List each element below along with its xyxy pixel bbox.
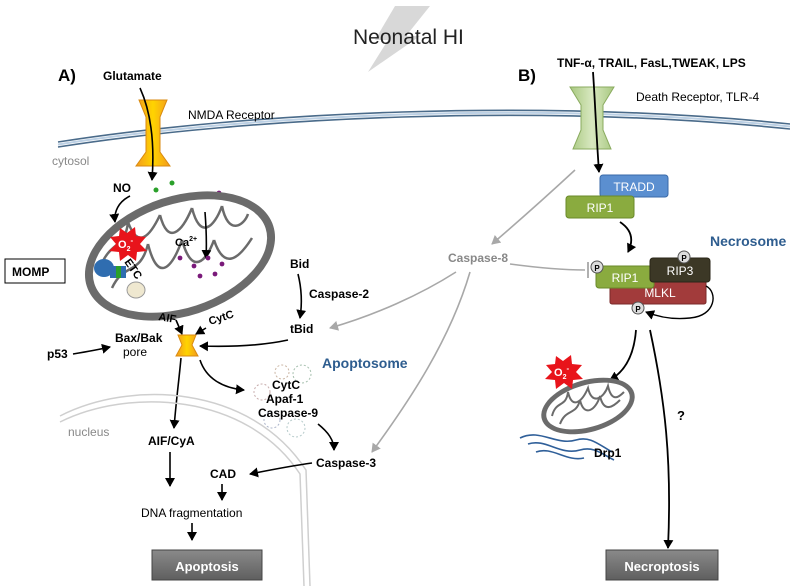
rip1-top-label: RIP1 [587,201,614,215]
tradd-label: TRADD [613,180,655,194]
superoxide-burst-icon [109,227,147,261]
calcium-entry-arrow [201,211,212,259]
caspase3-label: Caspase-3 [316,456,376,470]
necrosome-arrow [619,221,637,253]
mitochondrion-b [541,377,635,435]
unknown-pathway-label: ? [677,408,685,423]
bax-bak-label: Bax/Bak [115,331,163,345]
rip1-label: RIP1 [612,271,639,285]
bid-arrow [296,273,307,319]
tbid-label: tBid [290,322,313,336]
momp-label: MOMP [12,265,49,279]
apoptosome-item: Apaf-1 [266,392,304,406]
p53-label: p53 [47,347,68,361]
nucleus-label: nucleus [68,425,109,439]
nucleus-envelope [59,393,311,586]
death-receptor-icon [569,86,615,150]
caspase8-label: Caspase-8 [448,251,508,265]
necrosome-title: Necrosome [710,233,786,249]
caspase2-label: Caspase-2 [309,287,369,301]
aif-cya-label: AIF/CyA [148,434,195,448]
calcium-ion [177,255,183,261]
bid-label: Bid [290,257,309,271]
caspase8-tbid-arrow [329,271,457,331]
glutamate-label: Glutamate [103,69,162,83]
aif-release-arrow [174,319,184,335]
apoptosis-box [151,549,263,581]
phosphorylation-loop-arrow [645,285,714,320]
no-molecule [169,180,175,186]
pore-label: pore [123,345,147,359]
caspase3-arrow [249,462,313,478]
phospho-badge [631,301,645,315]
apoptosome-item: CytC [272,378,300,392]
p53-arrow [72,343,111,355]
calcium-ion [191,263,197,269]
caspase8-inhibition [509,263,586,271]
rip3-label: RIP3 [667,264,694,278]
no-arrow [109,195,131,223]
momp-box [4,258,66,284]
caspase9-arrow [317,423,339,451]
panel-b-label: B) [518,66,536,85]
cytc-mito-label: CytC [207,308,235,327]
caspase8-caspase3-arrow [371,271,471,453]
necroptosis-box [605,549,719,581]
apoptosome-title: Apoptosome [322,355,408,371]
apoptosis-label: Apoptosis [175,559,239,574]
calcium-ion [197,273,203,279]
phospho-label: P [594,264,600,273]
necrosome-mito-arrow [609,329,637,381]
mlkl-label: MLKL [644,286,676,300]
drp1-filaments-icon [519,434,615,461]
necroptosis-label: Necroptosis [624,559,699,574]
bax-bak-pore-icon [175,334,199,357]
receptor-caspase8-arrow [491,169,576,245]
superoxide-label: O2- [118,236,133,253]
phospho-badge [677,250,691,264]
phospho-label: P [635,305,641,314]
drp1-label: Drp1 [594,446,622,460]
nmda-receptor-label: NMDA Receptor [188,108,275,122]
aif-mito-label: AIF [157,311,177,326]
cad-label: CAD [210,467,236,481]
diagram-title: Neonatal HI [353,26,464,49]
calcium-ion [219,261,225,267]
phospho-label: P [681,254,687,263]
nmda-receptor-icon [135,99,171,167]
cytc-release-arrow [195,325,207,335]
death-receptor-label: Death Receptor, TLR-4 [636,90,760,104]
etc-complex-icon [94,259,146,299]
rip1-top-box [565,195,635,219]
no-label: NO [113,181,131,195]
phospho-badge [590,260,604,274]
dna-fragmentation-label: DNA fragmentation [141,506,242,520]
superoxide-burst-icon [545,355,583,389]
calcium-ion [205,255,211,261]
aif-cya-arrow [169,357,182,429]
calcium-mito-label: Ca2+ [175,236,197,249]
apoptosome-item: Caspase-9 [258,406,318,420]
lightning-bolt-icon [368,6,430,72]
panel-a-label: A) [58,66,76,85]
necroptosis-arrow [649,329,674,549]
no-molecule [153,187,159,193]
apoptosome-complex-icon [253,364,312,438]
cell-membrane [57,109,790,148]
cytosol-label: cytosol [52,154,89,168]
glutamate-arrow [139,87,158,181]
apoptosome-arrow [199,359,245,395]
ligands-label: TNF-α, TRAIL, FasL,TWEAK, LPS [557,56,746,70]
ligand-arrow [592,71,604,173]
tbid-arrow [199,339,289,352]
superoxide-label: O2- [554,364,569,381]
calcium-ion [212,271,218,277]
